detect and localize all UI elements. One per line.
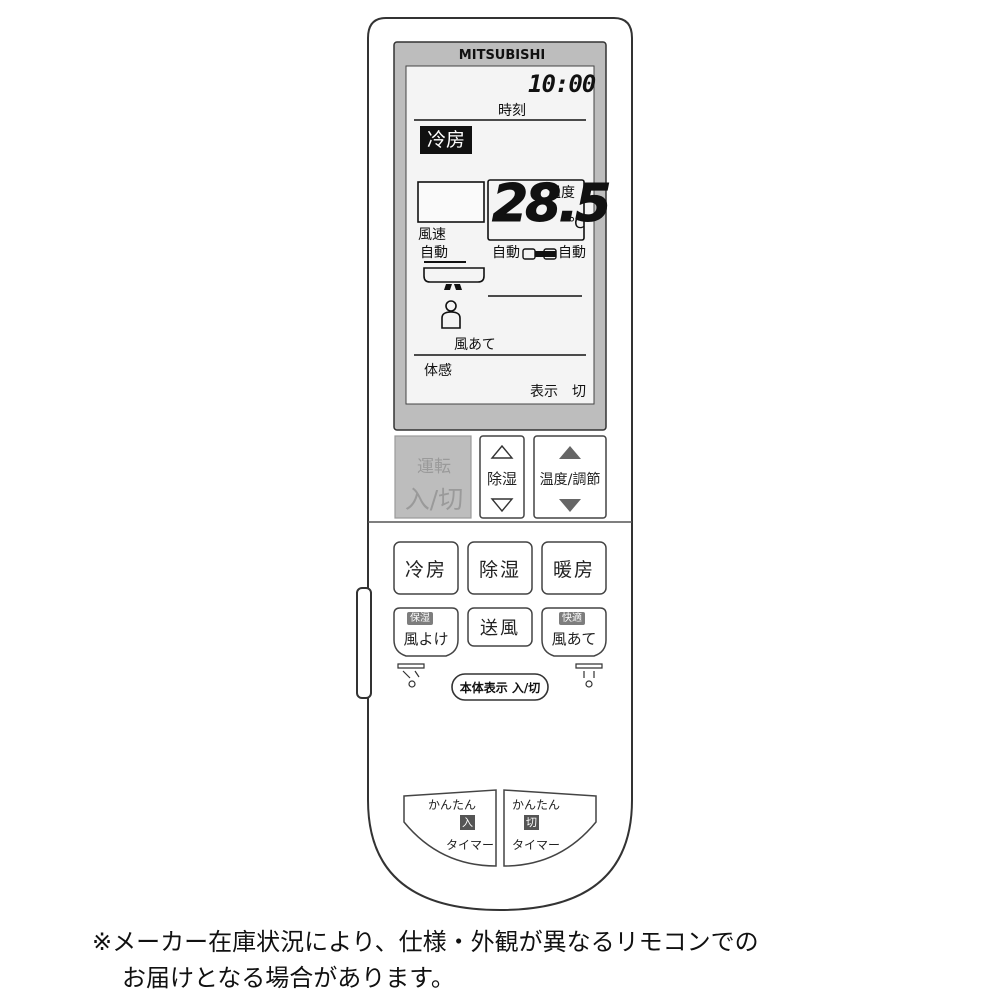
vane-setting-left: 自動 [492, 245, 520, 261]
timer-on-mark: 入 [460, 815, 475, 830]
power-button-top-label: 運転 [417, 457, 451, 477]
heat-button[interactable]: 暖房 [552, 558, 595, 581]
vane-setting-right: 自動 [558, 245, 586, 261]
fan-speed-value: 自動 [420, 245, 448, 261]
dry-button[interactable]: 除湿 [478, 558, 521, 581]
wind-direct-label: 風あて [454, 337, 496, 353]
timer-off-bottom-label: タイマー [512, 838, 561, 852]
wind-avoid-badge: 保湿 [407, 612, 433, 625]
temp-unit: ℃ [568, 214, 585, 232]
timer-on-top-label: かんたん [428, 798, 477, 812]
mode-indicator: 冷房 [420, 126, 472, 154]
unit-display-button[interactable]: 本体表示 入/切 [459, 680, 541, 695]
power-button-bottom-label: 入/切 [404, 485, 464, 514]
display-off-label: 表示 切 [530, 384, 586, 400]
body-feel-label: 体感 [424, 363, 452, 379]
temp-label: 温度 [547, 185, 575, 201]
temperature-adjust-label: 温度/調節 [539, 472, 601, 488]
wind-direct-label: 風あて [551, 630, 597, 648]
dehumidify-adjust-label: 除湿 [486, 470, 517, 488]
caption-line-2: お届けとなる場合があります。 [122, 964, 455, 992]
wind-direct-badge: 快適 [559, 612, 585, 625]
brand-logo: MITSUBISHI [458, 48, 546, 63]
wind-avoid-label: 風よけ [403, 630, 449, 648]
cool-button[interactable]: 冷房 [404, 558, 447, 581]
timer-on-bottom-label: タイマー [446, 838, 495, 852]
caption-line-1: ※メーカー在庫状況により、仕様・外観が異なるリモコンでの [92, 928, 759, 956]
timer-off-mark: 切 [524, 815, 539, 830]
clock-label: 時刻 [498, 103, 526, 119]
clock-readout: 10:00 [528, 70, 596, 98]
fan-button[interactable]: 送風 [480, 618, 520, 639]
temperature-readout: 28.5 [491, 174, 611, 234]
fan-speed-label: 風速 [418, 227, 446, 243]
timer-off-top-label: かんたん [512, 798, 561, 812]
